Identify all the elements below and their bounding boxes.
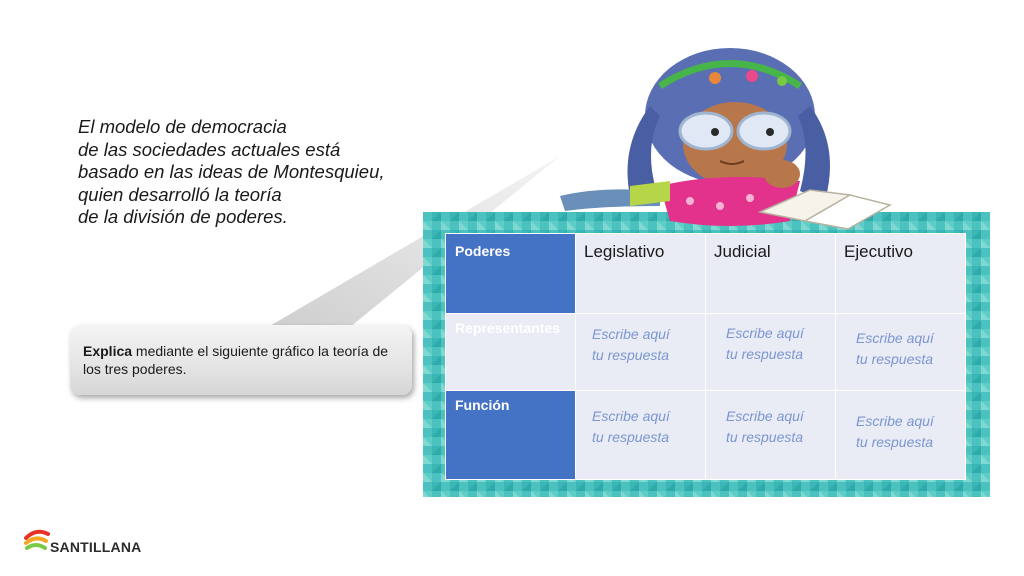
row-label: Representantes	[455, 320, 561, 336]
header-cell-ejecutivo: Ejecutivo	[835, 233, 966, 314]
answer-cell[interactable]: Escribe aquí tu respuesta	[705, 390, 836, 480]
answer-placeholder[interactable]: Escribe aquí tu respuesta	[836, 314, 965, 370]
intro-line: basado en las ideas de Montesquieu,	[78, 161, 385, 182]
powers-table: Poderes Legislativo Judicial Ejecutivo R…	[445, 233, 966, 480]
header-cell-legislativo: Legislativo	[575, 233, 706, 314]
header-cell-corner: Poderes	[445, 233, 576, 314]
intro-text: El modelo de democracia de las sociedade…	[78, 116, 418, 229]
row-label-cell: Función	[445, 390, 576, 480]
placeholder-line: Escribe aquí	[856, 413, 934, 429]
placeholder-line: tu respuesta	[592, 429, 670, 445]
placeholder-line: tu respuesta	[856, 434, 934, 450]
intro-line: El modelo de democracia	[78, 116, 287, 137]
table-row: Representantes Escribe aquí tu respuesta…	[445, 313, 966, 391]
santillana-logo: SANTILLANA	[24, 526, 144, 560]
girl-reading-illustration	[560, 48, 892, 230]
instruction-rest: mediante el siguiente gráfico la teoría …	[83, 343, 389, 377]
placeholder-line: tu respuesta	[592, 347, 670, 363]
instruction-verb: Explica	[83, 343, 133, 359]
instruction-bubble: Explica mediante el siguiente gráfico la…	[70, 325, 412, 395]
placeholder-line: Escribe aquí	[592, 408, 670, 424]
answer-cell[interactable]: Escribe aquí tu respuesta	[705, 313, 836, 391]
answer-cell[interactable]: Escribe aquí tu respuesta	[575, 390, 706, 480]
answer-placeholder[interactable]: Escribe aquí tu respuesta	[706, 391, 835, 448]
instruction-text: Explica mediante el siguiente gráfico la…	[83, 342, 402, 378]
column-title: Judicial	[714, 242, 771, 261]
table-row: Poderes Legislativo Judicial Ejecutivo	[445, 233, 966, 314]
placeholder-line: Escribe aquí	[856, 330, 934, 346]
column-title: Legislativo	[584, 242, 665, 261]
row-label: Función	[455, 397, 510, 413]
header-cell-judicial: Judicial	[705, 233, 836, 314]
placeholder-line: tu respuesta	[726, 429, 804, 445]
placeholder-line: tu respuesta	[856, 351, 934, 367]
answer-cell[interactable]: Escribe aquí tu respuesta	[575, 313, 706, 391]
placeholder-line: Escribe aquí	[726, 325, 804, 341]
placeholder-line: Escribe aquí	[592, 326, 670, 342]
answer-cell[interactable]: Escribe aquí tu respuesta	[835, 313, 966, 391]
intro-line: de las sociedades actuales está	[78, 138, 341, 160]
santillana-logo-icon	[24, 529, 50, 550]
answer-cell[interactable]: Escribe aquí tu respuesta	[835, 390, 966, 480]
intro-line: quien desarrolló la teoría	[78, 183, 282, 205]
answer-placeholder[interactable]: Escribe aquí tu respuesta	[836, 391, 965, 453]
row-label-cell: Representantes	[445, 313, 576, 391]
placeholder-line: tu respuesta	[726, 346, 804, 362]
logo-text: SANTILLANA	[50, 539, 142, 555]
column-title: Ejecutivo	[844, 242, 913, 261]
answer-placeholder[interactable]: Escribe aquí tu respuesta	[576, 391, 705, 448]
intro-line: de la división de poderes.	[78, 206, 288, 227]
placeholder-line: Escribe aquí	[726, 408, 804, 424]
table-row: Función Escribe aquí tu respuesta Escrib…	[445, 390, 966, 480]
answer-placeholder[interactable]: Escribe aquí tu respuesta	[706, 314, 835, 365]
answer-placeholder[interactable]: Escribe aquí tu respuesta	[576, 314, 705, 366]
corner-label: Poderes	[455, 243, 511, 259]
